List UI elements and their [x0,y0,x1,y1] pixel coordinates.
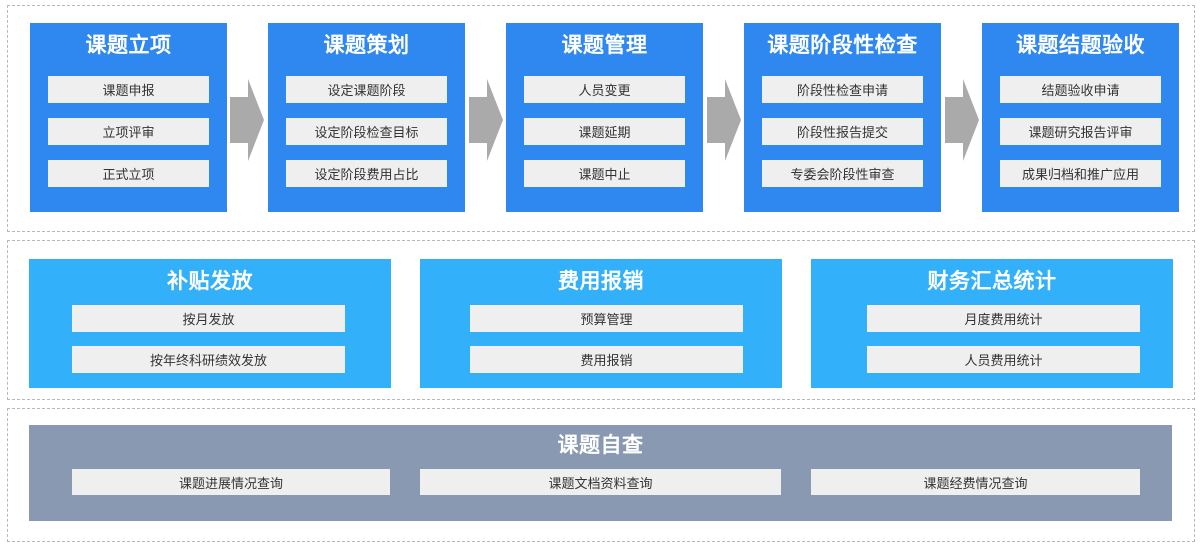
item-annual-payout[interactable]: 按年终科研绩效发放 [72,346,345,373]
item-funding-query[interactable]: 课题经费情况查询 [811,469,1140,495]
item-initiation-review[interactable]: 立项评审 [48,118,209,145]
item-expense-claim[interactable]: 费用报销 [470,346,743,373]
arrow-right-icon [707,79,741,161]
item-set-check-targets[interactable]: 设定阶段检查目标 [286,118,447,145]
item-project-suspension[interactable]: 课题中止 [524,160,685,187]
card-title: 课题策划 [323,33,410,57]
item-progress-query[interactable]: 课题进展情况查询 [72,469,390,495]
item-research-report-review[interactable]: 课题研究报告评审 [1000,118,1161,145]
item-documents-query[interactable]: 课题文档资料查询 [420,469,781,495]
card-project-acceptance: 课题结题验收 结题验收申请 课题研究报告评审 成果归档和推广应用 [982,23,1179,212]
arrow-right-icon [469,79,503,161]
card-title: 课题立项 [85,33,172,57]
card-title: 课题自查 [557,433,644,457]
item-results-archive[interactable]: 成果归档和推广应用 [1000,160,1161,187]
card-title: 课题管理 [561,33,648,57]
card-title: 课题阶段性检查 [767,33,918,57]
item-project-application[interactable]: 课题申报 [48,76,209,103]
card-title: 费用报销 [558,269,644,293]
item-monthly-cost-stats[interactable]: 月度费用统计 [867,305,1140,332]
item-set-cost-ratio[interactable]: 设定阶段费用占比 [286,160,447,187]
card-title: 补贴发放 [167,269,253,293]
item-committee-review[interactable]: 专委会阶段性审查 [762,160,923,187]
arrow-right-icon [230,79,264,161]
finance-section [7,240,1195,400]
item-stage-report-submit[interactable]: 阶段性报告提交 [762,118,923,145]
card-subsidy: 补贴发放 按月发放 按年终科研绩效发放 [29,259,391,388]
card-project-management: 课题管理 人员变更 课题延期 课题中止 [506,23,703,212]
self-check-section [7,408,1195,542]
project-lifecycle-section [7,5,1195,232]
item-acceptance-request[interactable]: 结题验收申请 [1000,76,1161,103]
card-self-check: 课题自查 课题进展情况查询 课题文档资料查询 课题经费情况查询 [29,425,1172,521]
card-expense-reimbursement: 费用报销 预算管理 费用报销 [420,259,782,388]
card-stage-inspection: 课题阶段性检查 阶段性检查申请 阶段性报告提交 专委会阶段性审查 [744,23,941,212]
item-personnel-cost-stats[interactable]: 人员费用统计 [867,346,1140,373]
card-project-initiation: 课题立项 课题申报 立项评审 正式立项 [30,23,227,212]
item-project-extension[interactable]: 课题延期 [524,118,685,145]
card-finance-summary: 财务汇总统计 月度费用统计 人员费用统计 [811,259,1173,388]
card-project-planning: 课题策划 设定课题阶段 设定阶段检查目标 设定阶段费用占比 [268,23,465,212]
item-set-stages[interactable]: 设定课题阶段 [286,76,447,103]
item-personnel-change[interactable]: 人员变更 [524,76,685,103]
card-title: 财务汇总统计 [927,269,1057,293]
item-formal-initiation[interactable]: 正式立项 [48,160,209,187]
card-title: 课题结题验收 [1016,33,1145,57]
item-stage-check-request[interactable]: 阶段性检查申请 [762,76,923,103]
item-monthly-payout[interactable]: 按月发放 [72,305,345,332]
arrow-right-icon [945,79,979,161]
item-budget-management[interactable]: 预算管理 [470,305,743,332]
